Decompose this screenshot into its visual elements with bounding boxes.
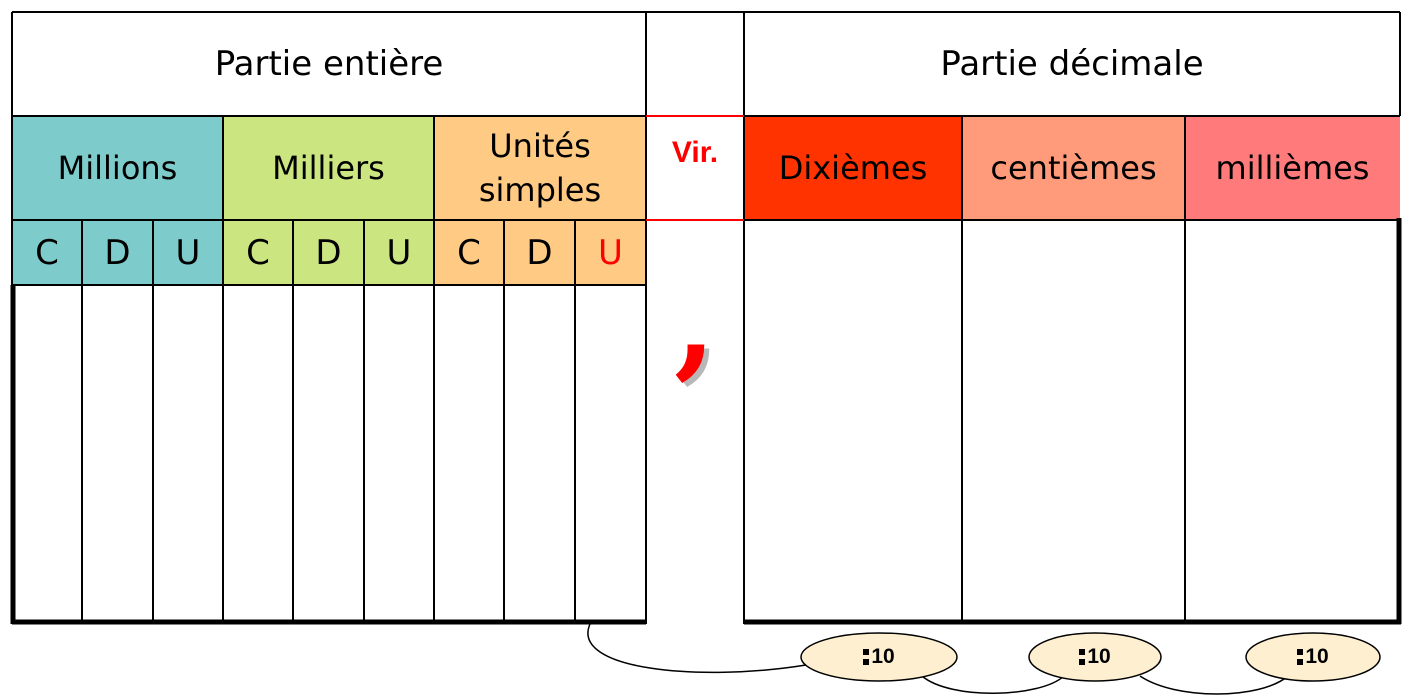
group-unites-simples: Unités simples [434,116,646,220]
digit-label: U [175,232,201,273]
integer-part-header: Partie entière [12,12,646,116]
digit-unites-c: C [434,220,504,285]
group-milliemes: millièmes [1185,116,1400,220]
digit-label: D [104,232,131,273]
digit-label: C [457,232,481,273]
digit-label: U [598,232,623,273]
digit-label: D [526,232,553,273]
group-milliemes-label: millièmes [1215,149,1370,187]
digit-label: C [246,232,270,273]
decimal-part-label: Partie décimale [940,44,1204,84]
digit-millions-d: D [82,220,153,285]
division-value: 10 [1305,645,1329,668]
group-centiemes: centièmes [962,116,1185,220]
division-value: 10 [1087,645,1111,668]
integer-part-label: Partie entière [214,44,444,84]
divide-icon [863,649,870,665]
group-milliers-label: Milliers [272,149,385,187]
group-unites-label-1: Unités [489,127,591,165]
comma-glyph: , [674,251,716,392]
group-unites-label-2: simples [478,171,602,209]
division-badge-1: 10 [801,633,957,681]
virgule-label: Vir. [671,136,719,169]
divide-icon [1079,649,1086,665]
group-dixiemes: Dixièmes [744,116,962,220]
group-milliers: Milliers [223,116,434,220]
digit-label: D [315,232,342,273]
group-dixiemes-label: Dixièmes [778,149,928,187]
group-centiemes-label: centièmes [990,149,1157,187]
comma-symbol: , [646,262,744,382]
digit-label: C [35,232,59,273]
digit-millions-c: C [12,220,82,285]
digit-unites-d: D [504,220,575,285]
digit-unites-u: U [575,220,646,285]
divide-icon [1297,649,1304,665]
group-millions-label: Millions [57,149,178,187]
decimal-part-header: Partie décimale [744,12,1400,116]
digit-label: U [386,232,412,273]
group-virgule: Vir. [646,116,744,220]
digit-milliers-u: U [364,220,434,285]
division-badge-2: 10 [1029,633,1161,681]
digit-milliers-c: C [223,220,293,285]
digit-millions-u: U [153,220,223,285]
division-badge-3: 10 [1246,633,1380,681]
division-value: 10 [871,645,895,668]
group-millions: Millions [12,116,223,220]
digit-milliers-d: D [293,220,364,285]
